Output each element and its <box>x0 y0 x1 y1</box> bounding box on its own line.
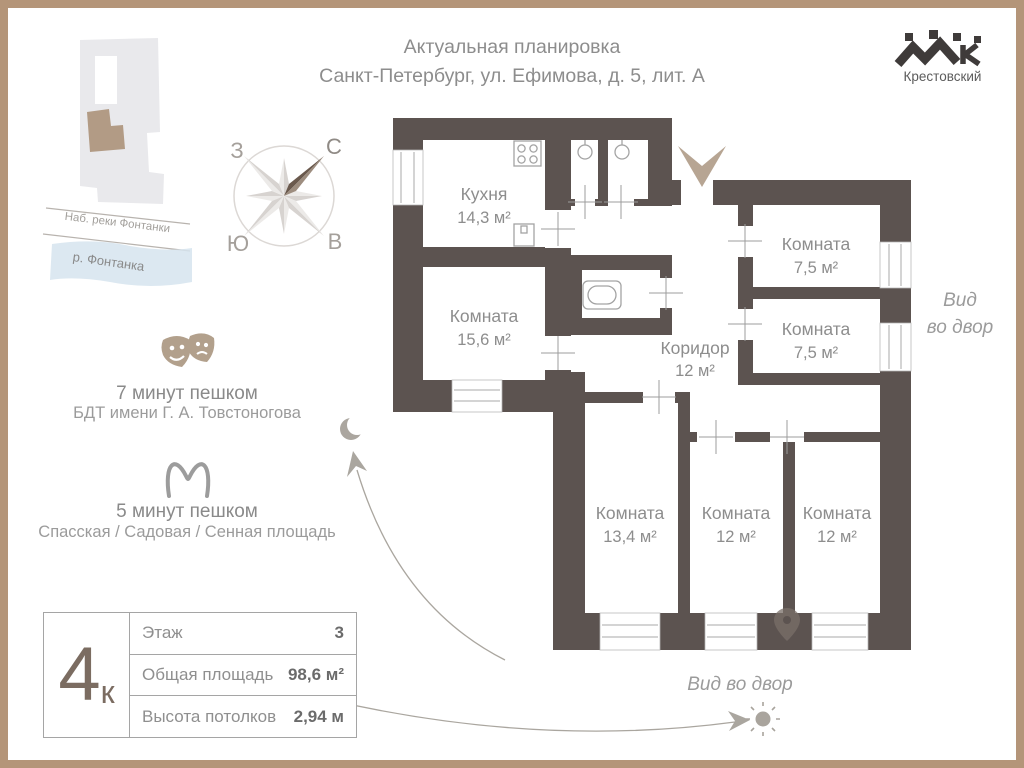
metro-stations: Спасская / Садовая / Сенная площадь <box>38 523 336 541</box>
metro-icon <box>165 462 211 498</box>
metro-walk-time: 5 минут пешком <box>116 501 258 522</box>
toilet-icon <box>614 140 630 160</box>
room-area: 15,6 м² <box>457 331 511 349</box>
logo-zigzag <box>894 36 961 67</box>
plan-door-marks <box>541 185 804 454</box>
map-pin-watermark <box>774 608 800 641</box>
stove-icon <box>513 140 542 167</box>
minimap-street-lines <box>42 207 191 252</box>
minimap-unit-highlight <box>87 109 125 152</box>
logo-k-stroke <box>960 42 981 67</box>
compass-east-label: В <box>328 229 343 254</box>
theater-masks-icon <box>161 333 215 367</box>
moon-icon <box>340 415 367 440</box>
view-label-bottom: Вид во двор <box>687 674 793 695</box>
room-area: 12 м² <box>675 362 715 380</box>
room-label: Комната <box>782 234 851 254</box>
theater-name: БДТ имени Г. А. Товстоногова <box>73 404 301 422</box>
minimap-street-label: Наб. реки Фонтанки <box>64 211 171 235</box>
room-area: 12 м² <box>817 528 857 546</box>
page-title: Актуальная планировка Санкт-Петербург, у… <box>212 33 812 91</box>
compass-rose: З С Ю В <box>227 134 342 256</box>
sun-icon <box>746 702 780 736</box>
logo-label: Крестовский <box>903 69 982 84</box>
plan-windows <box>392 149 912 651</box>
room-area: 12 м² <box>716 528 756 546</box>
entrance-arrow-icon <box>678 146 726 187</box>
unit-number: 4 <box>58 632 101 717</box>
arrowhead <box>728 711 750 731</box>
minimap-courtyard <box>95 56 117 104</box>
courtyard-arrow-south <box>329 699 736 732</box>
bathtub-icon <box>582 280 622 310</box>
title-line2: Санкт-Петербург, ул. Ефимова, д. 5, лит.… <box>319 65 705 87</box>
room-area: 14,3 м² <box>457 209 511 227</box>
room-area: 13,4 м² <box>603 528 657 546</box>
room-label: Комната <box>702 503 771 523</box>
arrowhead <box>347 451 367 477</box>
minimap: Наб. реки Фонтанки р. Фонтанка <box>42 38 192 286</box>
unit-letter: к <box>100 674 115 710</box>
compass-south-label: Ю <box>227 231 249 256</box>
summary-row-area: Общая площадь 98,6 м² <box>130 653 356 696</box>
unit-type-cell: 4 к <box>44 613 130 737</box>
view-label-side: Вид во двор <box>926 290 994 338</box>
room-label: Коридор <box>660 338 729 358</box>
minimap-river-shape <box>50 241 192 286</box>
room-label: Комната <box>450 306 519 326</box>
summary-table: 4 к Этаж 3 Общая площадь 98,6 м² Высота … <box>43 612 357 738</box>
room-area: 7,5 м² <box>794 344 839 362</box>
view-annotations <box>329 415 780 736</box>
compass-circle <box>233 145 335 247</box>
room-label: Комната <box>596 503 665 523</box>
room-label: Кухня <box>461 184 508 204</box>
summary-row-ceiling: Высота потолков 2,94 м <box>130 695 356 737</box>
room-area: 7,5 м² <box>794 259 839 277</box>
room-label: Комната <box>803 503 872 523</box>
courtyard-arrow-north <box>356 469 506 661</box>
logo-mark <box>894 30 981 67</box>
sink-icon <box>513 223 535 247</box>
room-labels: Кухня 14,3 м² Комната 15,6 м² Комната 7,… <box>450 184 872 546</box>
theater-walk-time: 7 минут пешком <box>116 383 258 404</box>
title-line1: Актуальная планировка <box>403 36 621 58</box>
compass-west-label: З <box>230 138 243 163</box>
plan-fixtures <box>513 140 630 310</box>
compass-north-label: С <box>326 134 342 159</box>
summary-rows: Этаж 3 Общая площадь 98,6 м² Высота пото… <box>130 613 356 737</box>
summary-row-floor: Этаж 3 <box>142 623 344 643</box>
toilet-icon <box>577 140 593 160</box>
room-label: Комната <box>782 319 851 339</box>
